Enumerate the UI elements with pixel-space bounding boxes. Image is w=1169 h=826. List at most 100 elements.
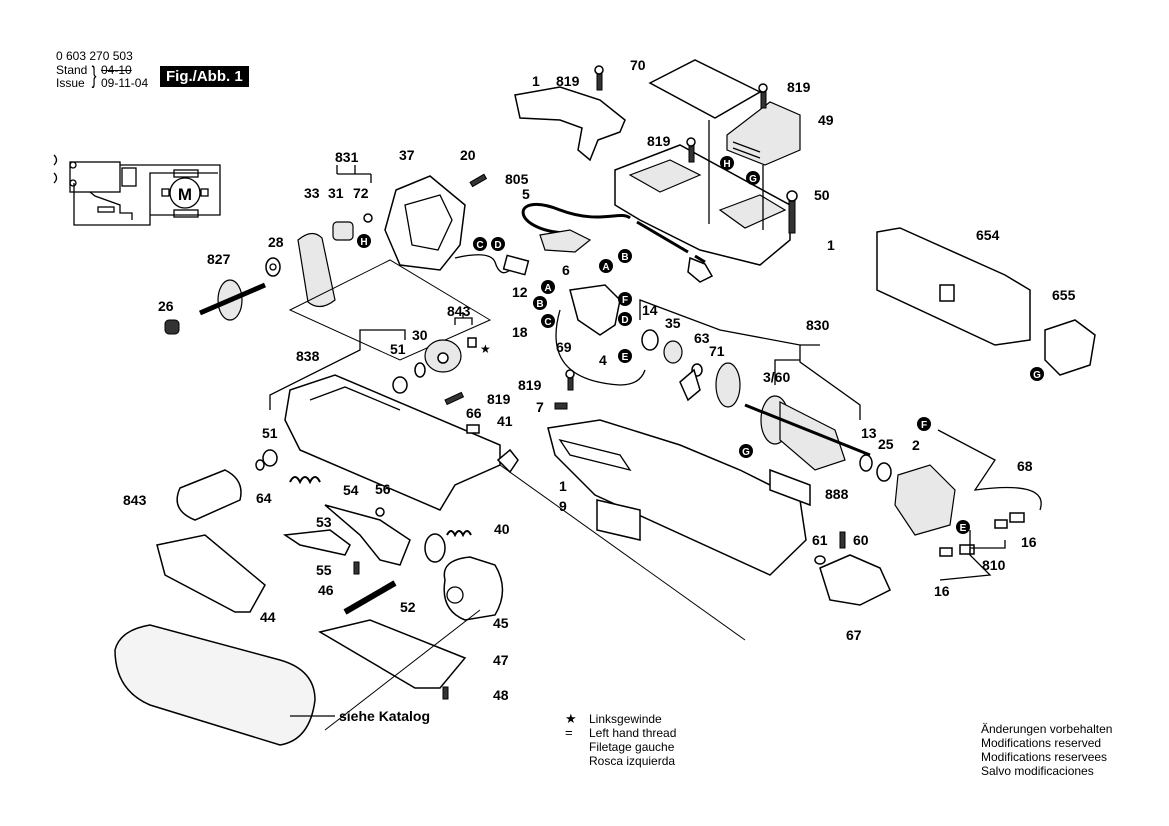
belt-guide-44 xyxy=(156,534,266,613)
label-part-45: 45 xyxy=(493,615,509,631)
sanding-belt xyxy=(114,624,316,746)
motor-symbol-label: M xyxy=(178,185,192,204)
screw-50 xyxy=(786,190,798,234)
svg-text:F: F xyxy=(622,295,628,306)
wire-68 xyxy=(937,429,1042,511)
svg-text:F: F xyxy=(921,420,927,431)
front-knob-67 xyxy=(819,554,891,606)
connector-ref-E: E xyxy=(618,349,632,363)
brush-810 xyxy=(939,512,1025,557)
label-part-838: 838 xyxy=(296,348,320,364)
label-part-16: 16 xyxy=(1021,534,1037,550)
connector-ref-F: F xyxy=(618,292,632,306)
label-part-46: 46 xyxy=(318,582,334,598)
connector-ref-B: B xyxy=(533,296,547,310)
svg-text:D: D xyxy=(621,315,628,326)
bearing-35 xyxy=(663,340,683,364)
label-part-7: 7 xyxy=(536,399,544,415)
notice-line: Modifications reserved xyxy=(981,736,1102,750)
label-part-72: 72 xyxy=(353,185,369,201)
label-part-14: 14 xyxy=(642,302,658,318)
label-part-67: 67 xyxy=(846,627,862,643)
legend-line: Rosca izquierda xyxy=(589,754,676,768)
label-part-37: 37 xyxy=(399,147,415,163)
label-888 xyxy=(769,468,811,507)
cover-plate-70 xyxy=(648,59,762,119)
label-part-30: 30 xyxy=(412,327,428,343)
legend-line: Filetage gauche xyxy=(589,740,675,754)
connector-ref-H: H xyxy=(720,156,734,170)
cap-49 xyxy=(726,101,801,166)
brush-right xyxy=(200,188,209,197)
label-part-25: 25 xyxy=(878,436,894,452)
label-part-56: 56 xyxy=(375,481,391,497)
label-part-9: 9 xyxy=(559,498,567,514)
notice-line: Salvo modificaciones xyxy=(981,764,1094,778)
label-part-655: 655 xyxy=(1052,287,1076,303)
label-part-843: 843 xyxy=(123,492,147,508)
spring-54 xyxy=(289,476,321,485)
connector-ref-D: D xyxy=(491,237,505,251)
label-part-4: 4 xyxy=(599,352,607,368)
roller-45 xyxy=(443,556,504,621)
gear-shaft-827 xyxy=(199,279,266,321)
plug xyxy=(687,256,714,283)
brush-holder-7 xyxy=(554,402,568,410)
issue-value: 09-11-04 xyxy=(101,76,149,90)
belt-outline-frame xyxy=(288,259,492,361)
label-part-68: 68 xyxy=(1017,458,1033,474)
label-part-41: 41 xyxy=(497,413,513,429)
handle-cover-part xyxy=(514,86,626,162)
label-part-805: 805 xyxy=(505,171,529,187)
label-part-20: 20 xyxy=(460,147,476,163)
label-part-5: 5 xyxy=(522,186,530,202)
legend-line: Left hand thread xyxy=(589,726,677,740)
bracket-830 xyxy=(639,299,861,420)
belt-drive-cover-37 xyxy=(384,175,466,271)
leader-belt xyxy=(324,609,481,731)
plug-terminals xyxy=(53,154,58,184)
wire-16 xyxy=(939,530,992,581)
bearing-14 xyxy=(641,329,659,351)
terminal-2 xyxy=(69,179,77,187)
washer-72 xyxy=(363,213,373,223)
label-part-53: 53 xyxy=(316,514,332,530)
switch-contact xyxy=(89,191,133,220)
switch-4 xyxy=(555,284,646,386)
field-coil-2 xyxy=(894,464,956,536)
label-part-66: 66 xyxy=(466,405,482,421)
bearing-25 xyxy=(876,462,892,482)
screw-48 xyxy=(442,686,449,700)
label-part-16: 16 xyxy=(934,583,950,599)
belt-catalog-reference: siehe Katalog xyxy=(339,708,431,724)
bracket-831 xyxy=(336,165,372,183)
label-part-49: 49 xyxy=(818,112,834,128)
screw-20 xyxy=(469,173,488,188)
svg-text:G: G xyxy=(742,447,750,458)
field-coil-top xyxy=(173,169,199,178)
screw-819a xyxy=(594,65,604,91)
label-part-26: 26 xyxy=(158,298,174,314)
bracket-810 xyxy=(969,540,1006,555)
field-coil-bottom xyxy=(173,209,199,218)
label-part-827: 827 xyxy=(207,251,231,267)
svg-text:D: D xyxy=(494,240,501,251)
stand-label: Stand xyxy=(56,63,88,77)
main-housing-1 xyxy=(547,419,807,576)
resistor xyxy=(97,206,115,213)
label-part-33: 33 xyxy=(304,185,320,201)
label-part-52: 52 xyxy=(400,599,416,615)
label-part-31: 31 xyxy=(328,185,344,201)
flange-disc xyxy=(424,533,446,563)
label-part-35: 35 xyxy=(665,315,681,331)
label-part-819: 819 xyxy=(787,79,811,95)
washer-30 xyxy=(414,362,426,378)
screw-55 xyxy=(353,561,360,575)
screw-819b xyxy=(758,83,768,109)
svg-text:H: H xyxy=(723,159,730,170)
svg-text:A: A xyxy=(544,283,551,294)
screw-819e xyxy=(565,369,575,391)
label-part-28: 28 xyxy=(268,234,284,250)
bearing-13 xyxy=(859,454,873,472)
